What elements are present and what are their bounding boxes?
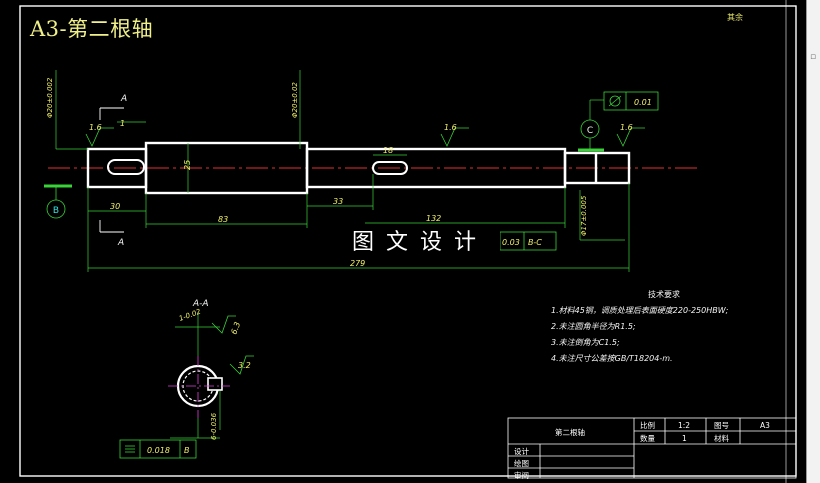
- tech-item-2: 2.未注圆角半径为R1.5;: [551, 322, 636, 331]
- dim-132: 132: [426, 214, 441, 223]
- datum-c-label: C: [587, 126, 593, 136]
- window-scroll-edge[interactable]: [806, 0, 820, 483]
- sheet-border: [19, 5, 797, 477]
- section-dim-side: 6-0.036: [210, 412, 218, 440]
- roughness-symbols: [85, 127, 645, 375]
- section-title: A-A: [192, 299, 209, 309]
- datum-b-label: B: [53, 206, 59, 216]
- tb-quantity-label: 数量: [640, 433, 655, 443]
- keyway-right: [372, 161, 408, 175]
- section-circle: [168, 356, 230, 418]
- symmetry-datum: B: [184, 446, 190, 455]
- runout-value: 0.03: [502, 238, 520, 247]
- title-block: [507, 417, 797, 479]
- section-mark-bottom: A: [117, 238, 124, 248]
- tb-drawing-no-label: 图号: [714, 421, 729, 430]
- sheet-title: A3-第二根轴: [30, 17, 154, 41]
- tolerance-top-value: 0.01: [634, 98, 652, 107]
- corner-roughness-note: 其余: [727, 13, 743, 22]
- dim-83: 83: [218, 215, 228, 224]
- diameter-right: Φ17±0.005: [580, 195, 588, 236]
- runout-datum: B-C: [528, 238, 542, 247]
- tb-part-name: 第二根轴: [555, 427, 585, 437]
- tb-designed-label: 设计: [514, 446, 529, 456]
- dim-25: 25: [183, 160, 192, 170]
- symmetry-value: 0.018: [147, 446, 170, 455]
- tb-drawing-no-value: A3: [760, 421, 770, 430]
- keyway-left: [107, 159, 145, 175]
- dim-30: 30: [110, 202, 120, 211]
- datum-b-circle: [46, 199, 66, 219]
- tb-scale-value: 1:2: [678, 421, 690, 430]
- roughness-right: 1.6: [620, 123, 633, 132]
- shaft-outline: [86, 141, 631, 195]
- tb-quantity-value: 1: [682, 434, 687, 443]
- roughness-section-right: 3.2: [238, 361, 251, 370]
- roughness-center: 1.6: [444, 123, 457, 132]
- dim-1: 1: [120, 119, 125, 128]
- tb-scale-label: 比例: [640, 420, 655, 430]
- edge-handle-icon[interactable]: ▫: [810, 52, 817, 62]
- dim-279: 279: [350, 259, 365, 268]
- section-mark-top: A: [120, 94, 127, 104]
- tech-item-4: 4.未注尺寸公差按GB/T18204-m.: [551, 354, 673, 363]
- tolerance-frame-symmetry: [119, 439, 197, 459]
- tech-item-3: 3.未注倒角为C1.5;: [551, 338, 620, 347]
- tech-item-1: 1.材料45钢，调质处理后表面硬度220-250HBW;: [551, 306, 729, 315]
- section-dim-top: 1-0.02: [178, 307, 202, 322]
- roughness-section-left: 6.3: [229, 321, 242, 336]
- tb-drawn-label: 绘图: [514, 458, 529, 468]
- dimension-lines: [55, 70, 630, 272]
- tb-material-label: 材料: [714, 433, 729, 443]
- dim-33: 33: [333, 197, 343, 206]
- dim-18: 18: [383, 146, 393, 155]
- roughness-left: 1.6: [89, 123, 102, 132]
- diameter-middle: Φ20±0.02: [291, 82, 299, 118]
- tolerance-frame-top: [603, 91, 659, 111]
- tb-reviewed-label: 审阅: [514, 470, 529, 480]
- tech-title: 技术要求: [648, 289, 680, 299]
- diameter-left: Φ20±0.002: [46, 77, 54, 118]
- watermark: 图文设计: [340, 228, 500, 258]
